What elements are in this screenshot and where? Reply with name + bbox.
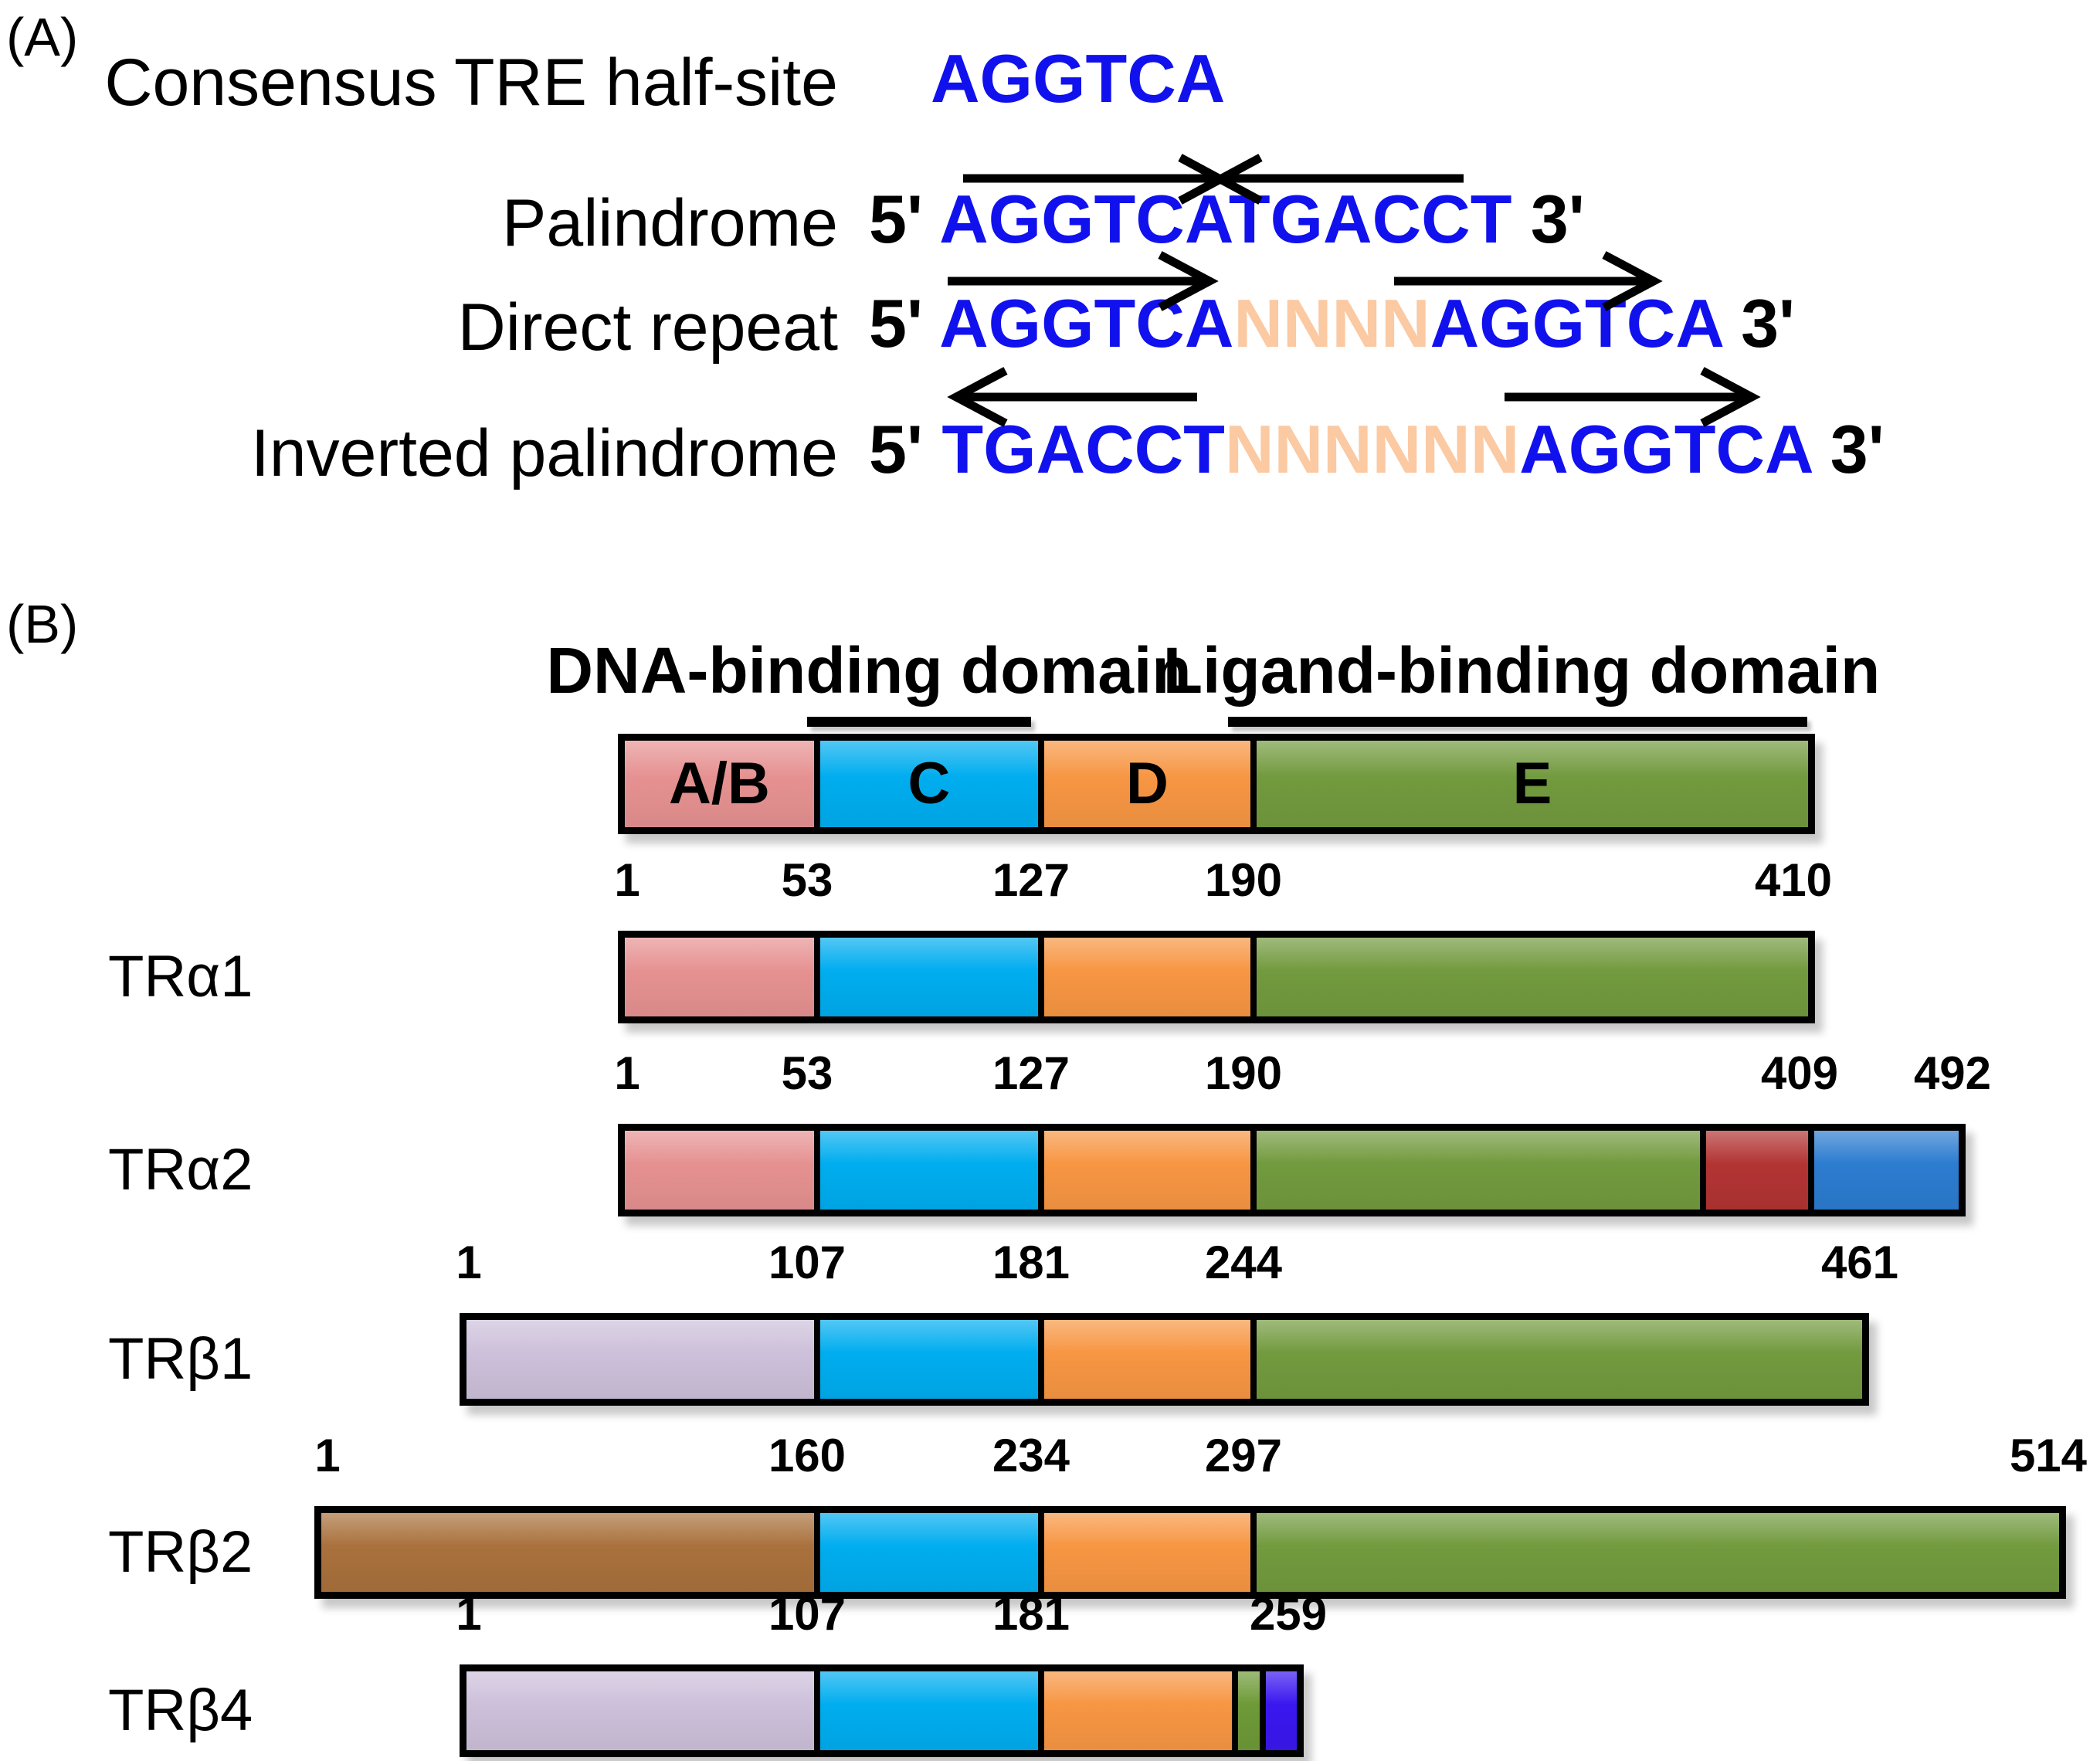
sequence-part: AGGTCA — [1519, 411, 1812, 487]
sequence-part: 5' — [869, 181, 940, 257]
domain-letter: A/B — [669, 751, 770, 816]
sequence-row-label-consensus: Consensus TRE half-site — [104, 46, 838, 120]
boundary-number-tra1-1: 1 — [614, 854, 640, 906]
isoform-label-trb4: TRβ4 — [108, 1678, 253, 1743]
domain-segment-A/B: A/B — [625, 741, 814, 827]
boundary-number-tra2-53: 53 — [781, 1047, 833, 1099]
boundary-number-trb2-514: 514 — [2009, 1430, 2088, 1481]
domain-segment-green — [1250, 1131, 1700, 1210]
dbd-title: DNA-binding domain — [546, 634, 1192, 707]
sequence-part: NNNN — [1233, 285, 1430, 361]
boundary-number-tra2-409: 409 — [1760, 1047, 1839, 1099]
domain-segment-cyan — [814, 1671, 1038, 1750]
sequence-part: 5' — [869, 285, 940, 361]
panel-b-tag: (B) — [6, 594, 79, 654]
boundary-number-tra1-53: 53 — [781, 854, 833, 906]
domain-segment-green — [1250, 1513, 2059, 1592]
isoform-label-trb1: TRβ1 — [108, 1326, 253, 1392]
domain-segment-cyan — [814, 1131, 1038, 1210]
boundary-number-trb4-1: 1 — [456, 1588, 482, 1640]
panel-a-tag: (A) — [6, 7, 79, 67]
isoform-bar-tra1 — [618, 931, 1815, 1023]
domain-segment-brown — [321, 1513, 814, 1592]
boundary-number-trb1-181: 181 — [992, 1237, 1070, 1288]
boundary-number-tra1-410: 410 — [1754, 854, 1833, 906]
sequence-part: AGGTCA — [1430, 285, 1722, 361]
domain-segment-cyan — [814, 938, 1038, 1016]
sequence-palindrome: 5' AGGTCATGACCT 3' — [869, 185, 1585, 253]
domain-letter: C — [908, 751, 951, 816]
boundary-number-trb4-259: 259 — [1249, 1588, 1328, 1640]
domain-segment-orange — [1038, 1513, 1250, 1592]
boundary-number-tra1-190: 190 — [1204, 854, 1283, 906]
boundary-number-trb4-107: 107 — [768, 1588, 846, 1640]
sequence-part: 5' — [869, 411, 942, 487]
sequence-part: NNNNNN — [1224, 411, 1520, 487]
boundary-number-trb1-107: 107 — [768, 1237, 846, 1288]
sequence-row-label-inverted-palindrome: Inverted palindrome — [250, 416, 838, 490]
sequence-part: AGGTCATGACCT — [939, 181, 1512, 257]
domain-segment-green — [1250, 938, 1808, 1016]
isoform-bar-trb1 — [460, 1313, 1869, 1406]
boundary-number-tra1-127: 127 — [992, 854, 1070, 906]
inverted-palindrome-arrows — [947, 367, 1761, 427]
sequence-part: 3' — [1811, 411, 1885, 487]
isoform-bar-trb4 — [460, 1664, 1304, 1757]
boundary-number-trb1-461: 461 — [1820, 1237, 1899, 1288]
isoform-bar-trb2 — [314, 1506, 2066, 1599]
domain-segment-violet — [1260, 1671, 1297, 1750]
isoform-label-trb2: TRβ2 — [108, 1519, 253, 1585]
domain-segment-olive — [1232, 1671, 1260, 1750]
domain-segment-C: C — [814, 741, 1038, 827]
sequence-direct-repeat: 5' AGGTCANNNNAGGTCA 3' — [869, 290, 1795, 358]
sequence-row-label-palindrome: Palindrome — [502, 186, 838, 260]
boundary-number-trb2-160: 160 — [768, 1430, 846, 1481]
lbd-underline — [1228, 717, 1807, 727]
sequence-inverted-palindrome: 5' TGACCTNNNNNNAGGTCA 3' — [869, 416, 1885, 484]
boundary-number-trb1-1: 1 — [456, 1237, 482, 1288]
sequence-row-label-direct-repeat: Direct repeat — [457, 290, 838, 365]
isoform-label-tra2: TRα2 — [108, 1137, 253, 1203]
sequence-part: TGACCT — [941, 411, 1225, 487]
domain-segment-blue — [1808, 1131, 1959, 1210]
sequence-part: 3' — [1722, 285, 1795, 361]
sequence-part: 3' — [1511, 181, 1585, 257]
palindrome-inward-arrows — [963, 154, 1464, 205]
sequence-part: AGGTCA — [931, 40, 1226, 117]
direct-repeat-arrows — [948, 251, 1663, 311]
domain-segment-dark_red — [1700, 1131, 1808, 1210]
domain-segment-cyan — [814, 1320, 1038, 1399]
sequence-consensus: AGGTCA — [931, 45, 1225, 113]
domain-segment-green — [1250, 1320, 1862, 1399]
isoform-bar-tra2 — [618, 1124, 1966, 1216]
boundary-number-tra2-127: 127 — [992, 1047, 1070, 1099]
domain-segment-E: E — [1250, 741, 1808, 827]
domain-segment-orange — [1038, 1671, 1232, 1750]
sequence-part: AGGTCA — [939, 285, 1234, 361]
boundary-number-trb2-1: 1 — [314, 1430, 341, 1481]
domain-schematic-bar: A/B C D E — [618, 734, 1815, 834]
domain-segment-orange — [1038, 1320, 1250, 1399]
dbd-underline — [807, 717, 1031, 727]
domain-segment-lavender — [466, 1671, 814, 1750]
domain-letter: E — [1512, 751, 1552, 816]
lbd-title: Ligand-binding domain — [1162, 634, 1881, 707]
domain-segment-orange — [1038, 938, 1250, 1016]
boundary-number-trb4-181: 181 — [992, 1588, 1070, 1640]
boundary-number-trb2-297: 297 — [1204, 1430, 1283, 1481]
domain-segment-salmon — [625, 1131, 814, 1210]
boundary-number-trb1-244: 244 — [1204, 1237, 1283, 1288]
boundary-number-tra2-1: 1 — [614, 1047, 640, 1099]
isoform-label-tra1: TRα1 — [108, 944, 253, 1009]
domain-segment-orange — [1038, 1131, 1250, 1210]
domain-segment-salmon — [625, 938, 814, 1016]
domain-segment-lavender — [466, 1320, 814, 1399]
domain-segment-cyan — [814, 1513, 1038, 1592]
domain-segment-D: D — [1038, 741, 1250, 827]
boundary-number-tra2-492: 492 — [1913, 1047, 1992, 1099]
boundary-number-trb2-234: 234 — [992, 1430, 1070, 1481]
domain-letter: D — [1126, 751, 1169, 816]
boundary-number-tra2-190: 190 — [1204, 1047, 1283, 1099]
